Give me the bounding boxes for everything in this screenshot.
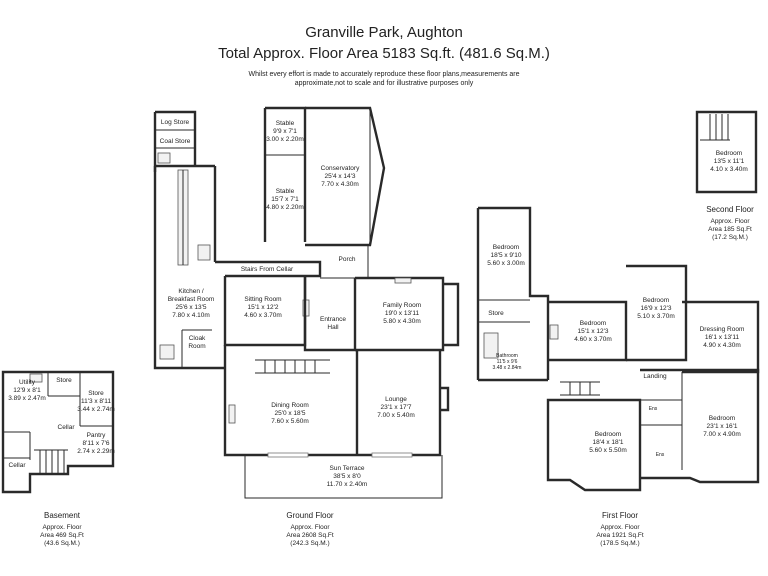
ground-floor-walls — [153, 106, 460, 499]
first-floor-walls — [476, 206, 760, 492]
room-cellar-1: Cellar — [57, 424, 75, 431]
room-ensuite-2: Ens — [655, 452, 665, 458]
total-area: Total Approx. Floor Area 5183 Sq.ft. (48… — [218, 45, 550, 62]
room-landing: Landing — [643, 373, 667, 380]
disclaimer-line-2: approximate,not to scale and for illustr… — [294, 80, 474, 87]
second-floor-walls — [695, 110, 758, 194]
room-porch: Porch — [338, 256, 356, 263]
basement-walls — [1, 370, 115, 494]
room-cellar-2: Cellar — [8, 462, 26, 469]
room-store-first: Store — [488, 310, 504, 317]
room-log-store: Log Store — [160, 119, 190, 126]
room-ensuite-1: Ens — [648, 406, 658, 412]
room-coal-store: Coal Store — [159, 138, 191, 145]
room-store-basement: Store — [56, 377, 72, 384]
plan-title: Granville Park, Aughton — [305, 24, 463, 41]
label-stairs-from-cellar: Stairs From Cellar — [240, 266, 294, 273]
disclaimer-line-1: Whilst every effort is made to accuratel… — [248, 71, 520, 78]
